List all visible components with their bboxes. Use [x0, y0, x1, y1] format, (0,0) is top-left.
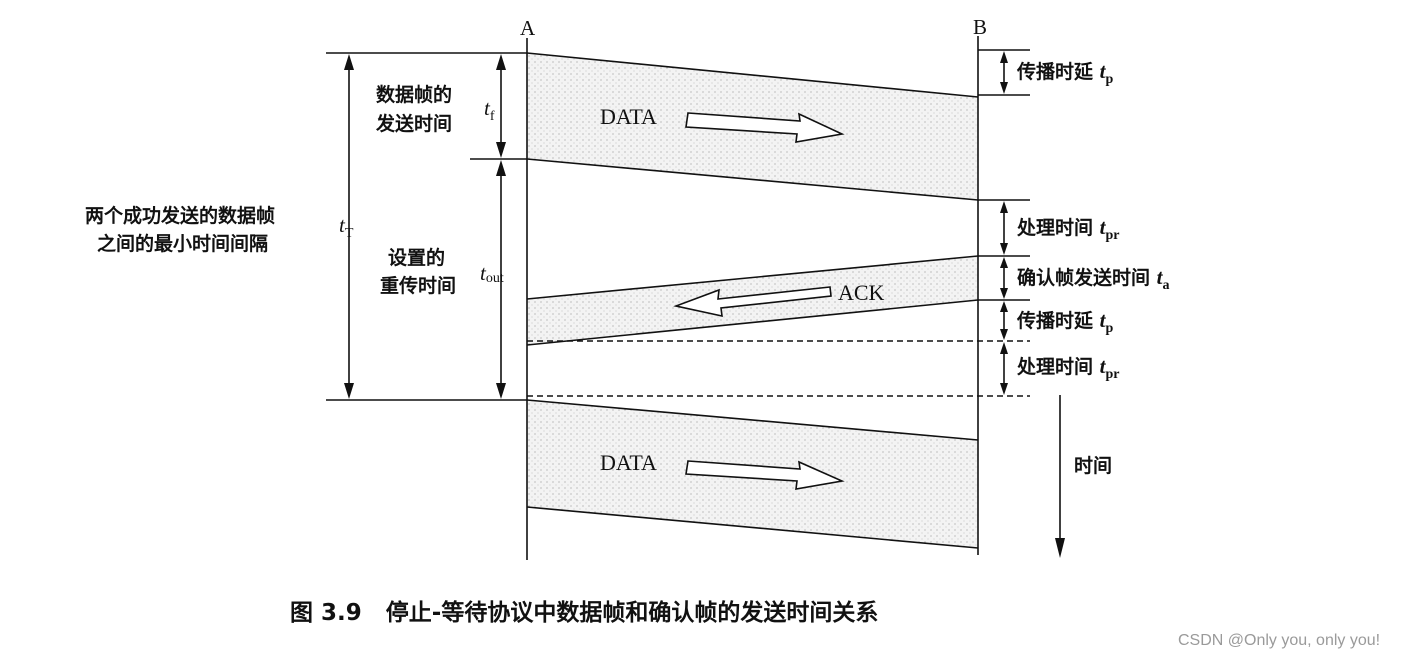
ack-send-time-symbol: t	[1157, 265, 1164, 289]
t-T-arrow-up	[344, 54, 354, 70]
t-f-arrow-down	[496, 142, 506, 158]
ack-send-arrow-down	[1000, 288, 1008, 299]
proc-time-1-arrow-up	[1000, 201, 1008, 213]
min-interval-label-line1: 两个成功发送的数据帧	[85, 204, 275, 227]
proc-time-2-label: 处理时间 tpr	[1016, 354, 1119, 382]
t-T-arrow-down	[344, 383, 354, 399]
proc-time-1-symbol: t	[1100, 215, 1107, 239]
ack-frame-arrow	[673, 286, 832, 318]
data-frame-1-arrow	[685, 112, 845, 143]
ack-bottom-edge	[526, 299, 979, 346]
time-axis-label: 时间	[1074, 455, 1112, 477]
prop-delay-1-arrow-down	[1000, 82, 1008, 94]
ack-send-time-sub: a	[1162, 278, 1169, 293]
station-a-label: A	[520, 16, 536, 40]
prop-delay-2-arrow-down	[1000, 329, 1008, 340]
t-out-symbol: tout	[480, 261, 504, 286]
time-axis-arrow-head	[1055, 538, 1065, 558]
t-T-symbol: tT	[339, 213, 354, 241]
t-T-symbol-sub: T	[345, 226, 354, 241]
prop-delay-2-symbol: t	[1100, 308, 1107, 332]
prop-delay-1-text: 传播时延	[1016, 60, 1100, 83]
ack-frame-label: ACK	[838, 280, 885, 305]
proc-time-1-arrow-down	[1000, 243, 1008, 255]
figure-caption: 图 3.9 停止-等待协议中数据帧和确认帧的发送时间关系	[290, 599, 878, 626]
prop-delay-2-label: 传播时延 tp	[1016, 308, 1113, 336]
t-f-symbol-base: t	[484, 96, 491, 120]
timeout-label-line1: 设置的	[388, 246, 445, 269]
station-b-label: B	[973, 15, 987, 39]
ack-send-time-text: 确认帧发送时间	[1017, 266, 1157, 289]
proc-time-1-label: 处理时间 tpr	[1016, 215, 1119, 243]
prop-delay-1-arrow-up	[1000, 51, 1008, 63]
proc-time-2-arrow-up	[1000, 342, 1008, 354]
data-2-top-edge	[526, 399, 979, 441]
t-out-arrow-up	[496, 160, 506, 176]
t-f-symbol-sub: f	[490, 109, 495, 124]
proc-time-2-text: 处理时间	[1016, 355, 1100, 378]
t-f-arrow-up	[496, 54, 506, 70]
data-1-bottom-edge	[526, 158, 979, 201]
prop-delay-1-symbol: t	[1100, 59, 1107, 83]
data-frame-1-label: DATA	[600, 104, 657, 129]
proc-time-1-sub: pr	[1105, 228, 1119, 243]
proc-time-1-text: 处理时间	[1016, 216, 1100, 239]
prop-delay-1-label: 传播时延 tp	[1016, 59, 1113, 87]
prop-delay-2-arrow-up	[1000, 301, 1008, 312]
t-out-symbol-sub: out	[486, 271, 504, 286]
ack-send-time-label: 确认帧发送时间 ta	[1017, 265, 1169, 293]
min-interval-label-line2: 之间的最小时间间隔	[97, 232, 268, 255]
proc-time-2-arrow-down	[1000, 383, 1008, 395]
send-time-label-line2: 发送时间	[375, 112, 452, 135]
t-out-symbol-base: t	[480, 261, 487, 285]
data-1-top-edge	[526, 52, 979, 98]
timeout-label-line2: 重传时间	[380, 274, 456, 297]
t-f-symbol: tf	[484, 96, 495, 124]
proc-time-2-symbol: t	[1100, 354, 1107, 378]
watermark: CSDN @Only you, only you!	[1178, 632, 1380, 649]
prop-delay-2-text: 传播时延	[1016, 309, 1100, 332]
proc-time-2-sub: pr	[1105, 367, 1119, 382]
data-frame-2-arrow	[685, 460, 845, 490]
data-frame-2-label: DATA	[600, 450, 657, 475]
data-2-bottom-edge	[526, 506, 979, 549]
prop-delay-2-sub: p	[1105, 321, 1113, 336]
send-time-label-line1: 数据帧的	[376, 83, 452, 106]
ack-send-arrow-up	[1000, 257, 1008, 268]
ack-top-edge	[526, 255, 979, 300]
prop-delay-1-sub: p	[1105, 72, 1113, 87]
t-out-arrow-down	[496, 383, 506, 399]
t-T-symbol-base: t	[339, 213, 346, 237]
